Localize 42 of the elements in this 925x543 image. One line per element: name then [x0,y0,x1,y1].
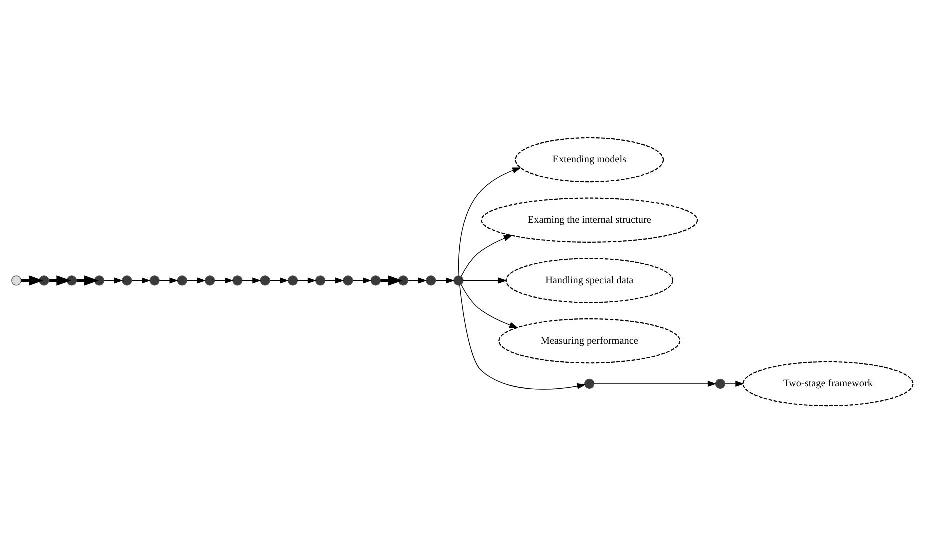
arrow [463,277,508,284]
node-circle [343,275,354,286]
node-circle [122,275,132,286]
arrow [159,277,178,284]
node-circle [715,378,726,389]
node-circle [150,275,160,286]
arrow [458,167,522,276]
arrow [461,234,513,276]
arrow [352,277,372,284]
arrow [594,380,717,387]
node-ellipse: Extending models [515,136,664,182]
node-circle [177,275,188,286]
arrow [461,284,518,328]
arrow [132,277,151,284]
node-circle [370,275,381,286]
node-circle [426,275,436,286]
node-circle [398,275,409,286]
node-ellipse: Measuring performance [498,318,681,364]
arrow [436,277,455,284]
arrow [270,277,289,284]
arrow [104,277,124,284]
node-circle [94,275,105,286]
arrow [408,277,428,284]
node-circle [39,275,50,286]
node-circle [260,275,270,286]
arrow [724,380,744,387]
node-circle [316,275,326,286]
node-circle [584,378,595,389]
node-circle [204,275,216,286]
arrow [214,277,234,284]
node-ellipse: Two-stage framework [742,360,914,406]
node-ellipse: Handling special data [506,258,674,303]
node-circle [12,275,22,286]
arrow [297,277,317,284]
arrow [242,277,262,284]
arrow [186,277,206,284]
arrow [325,277,344,284]
node-circle [288,275,298,286]
node-circle [66,275,77,286]
node-circle [232,275,243,286]
node-circle [454,275,464,286]
arrow [460,284,586,390]
